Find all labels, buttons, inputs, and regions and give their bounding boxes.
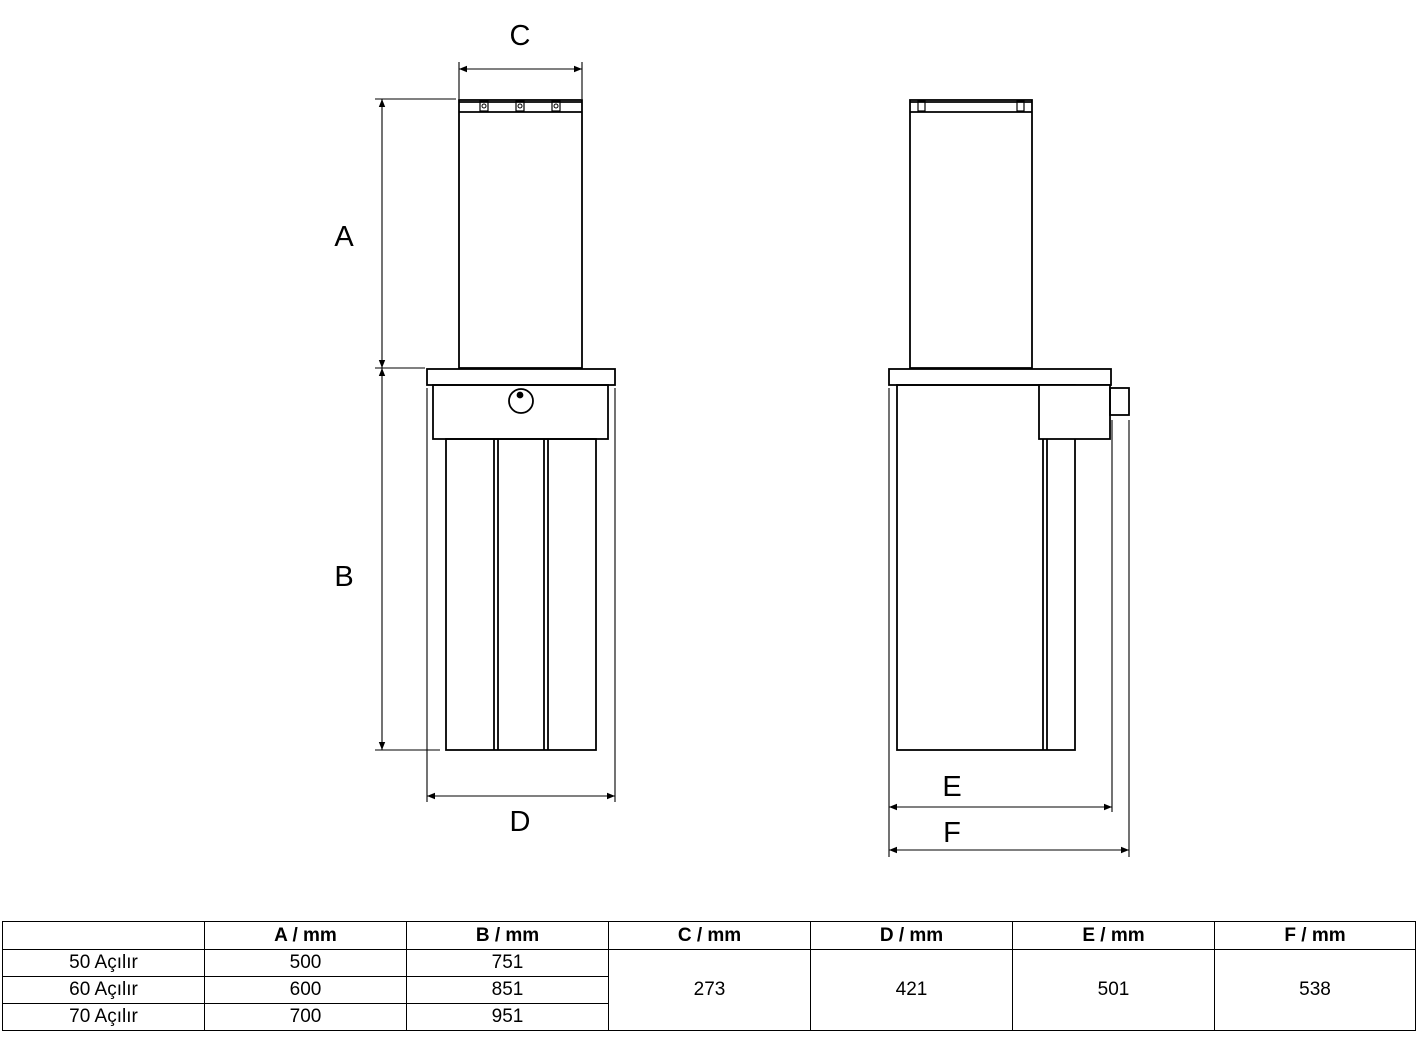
- front-flange: [426, 368, 616, 386]
- value-d: 421: [810, 949, 1013, 1031]
- side-bolt-2: [1016, 100, 1025, 112]
- header-b: B / mm: [406, 921, 609, 950]
- front-column: [458, 99, 583, 369]
- bolt-3: [551, 100, 561, 112]
- front-view: [426, 99, 616, 751]
- dimensions-table: A / mm B / mm C / mm D / mm E / mm F / m…: [2, 921, 1416, 1031]
- label-c: C: [510, 20, 531, 52]
- bolt-2: [515, 100, 525, 112]
- value-e: 501: [1012, 949, 1215, 1031]
- label-d: D: [510, 806, 531, 838]
- header-model: [2, 921, 205, 950]
- row-model: 60 Açılır: [2, 976, 205, 1004]
- side-connector: [1109, 387, 1130, 416]
- lock-icon: [508, 388, 534, 414]
- label-e: E: [942, 771, 961, 803]
- side-body: [896, 384, 1076, 751]
- row-model: 70 Açılır: [2, 1003, 205, 1031]
- side-dimensions: [888, 388, 1130, 857]
- row-b: 951: [406, 1003, 609, 1031]
- table-row: 60 Açılır 600 851: [2, 976, 1416, 1004]
- value-c: 273: [608, 949, 811, 1031]
- value-f: 538: [1214, 949, 1416, 1031]
- side-motor-box: [1038, 384, 1111, 440]
- side-bolt-1: [917, 100, 926, 112]
- row-b: 751: [406, 949, 609, 977]
- table-row: 70 Açılır 700 951: [2, 1003, 1416, 1031]
- row-b: 851: [406, 976, 609, 1004]
- front-body: [445, 438, 597, 751]
- side-column: [909, 99, 1033, 369]
- header-c: C / mm: [608, 921, 811, 950]
- row-a: 500: [204, 949, 407, 977]
- side-flange: [888, 368, 1112, 386]
- row-model: 50 Açılır: [2, 949, 205, 977]
- header-e: E / mm: [1012, 921, 1215, 950]
- label-b: B: [334, 561, 353, 593]
- label-a: A: [334, 221, 354, 253]
- header-a: A / mm: [204, 921, 407, 950]
- technical-drawing: C A B D E F: [334, 20, 1130, 857]
- row-a: 700: [204, 1003, 407, 1031]
- header-d: D / mm: [810, 921, 1013, 950]
- table-row: 50 Açılır 500 751 273 421 501 538: [2, 949, 1416, 1031]
- header-f: F / mm: [1214, 921, 1416, 950]
- label-f: F: [943, 817, 961, 849]
- side-view: [888, 99, 1130, 751]
- row-a: 600: [204, 976, 407, 1004]
- table-header-row: A / mm B / mm C / mm D / mm E / mm F / m…: [2, 921, 1416, 950]
- bolt-1: [479, 100, 489, 112]
- front-dimensions: [375, 62, 616, 802]
